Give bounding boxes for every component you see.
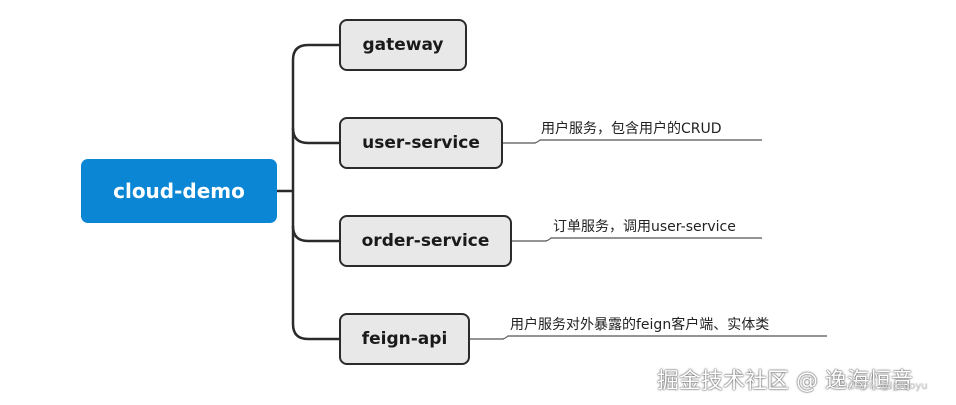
node-gateway: gateway bbox=[339, 19, 467, 71]
node-feign-api-label: feign-api bbox=[361, 329, 448, 349]
watermark-sub: CSDN @lpruoyu bbox=[848, 381, 928, 392]
note-line-feign bbox=[470, 335, 827, 340]
node-user-service: user-service bbox=[339, 117, 503, 169]
root-node-cloud-demo: cloud-demo bbox=[81, 159, 277, 223]
node-feign-api: feign-api bbox=[339, 313, 470, 365]
connector-user bbox=[291, 127, 339, 145]
node-gateway-label: gateway bbox=[362, 35, 444, 55]
note-user-service: 用户服务，包含用户的CRUD bbox=[541, 121, 722, 137]
spine-line bbox=[291, 43, 309, 341]
note-order-service: 订单服务，调用user-service bbox=[553, 219, 736, 235]
connector-order bbox=[291, 225, 339, 243]
note-line-order bbox=[512, 237, 762, 242]
note-feign-api: 用户服务对外暴露的feign客户端、实体类 bbox=[510, 317, 770, 333]
root-node-label: cloud-demo bbox=[113, 179, 245, 203]
node-user-service-label: user-service bbox=[362, 133, 480, 153]
node-order-service: order-service bbox=[339, 215, 512, 267]
note-line-user bbox=[503, 139, 762, 144]
node-order-service-label: order-service bbox=[361, 231, 490, 251]
watermark: 掘金技术社区 @ 逸海恒音 bbox=[657, 369, 913, 394]
